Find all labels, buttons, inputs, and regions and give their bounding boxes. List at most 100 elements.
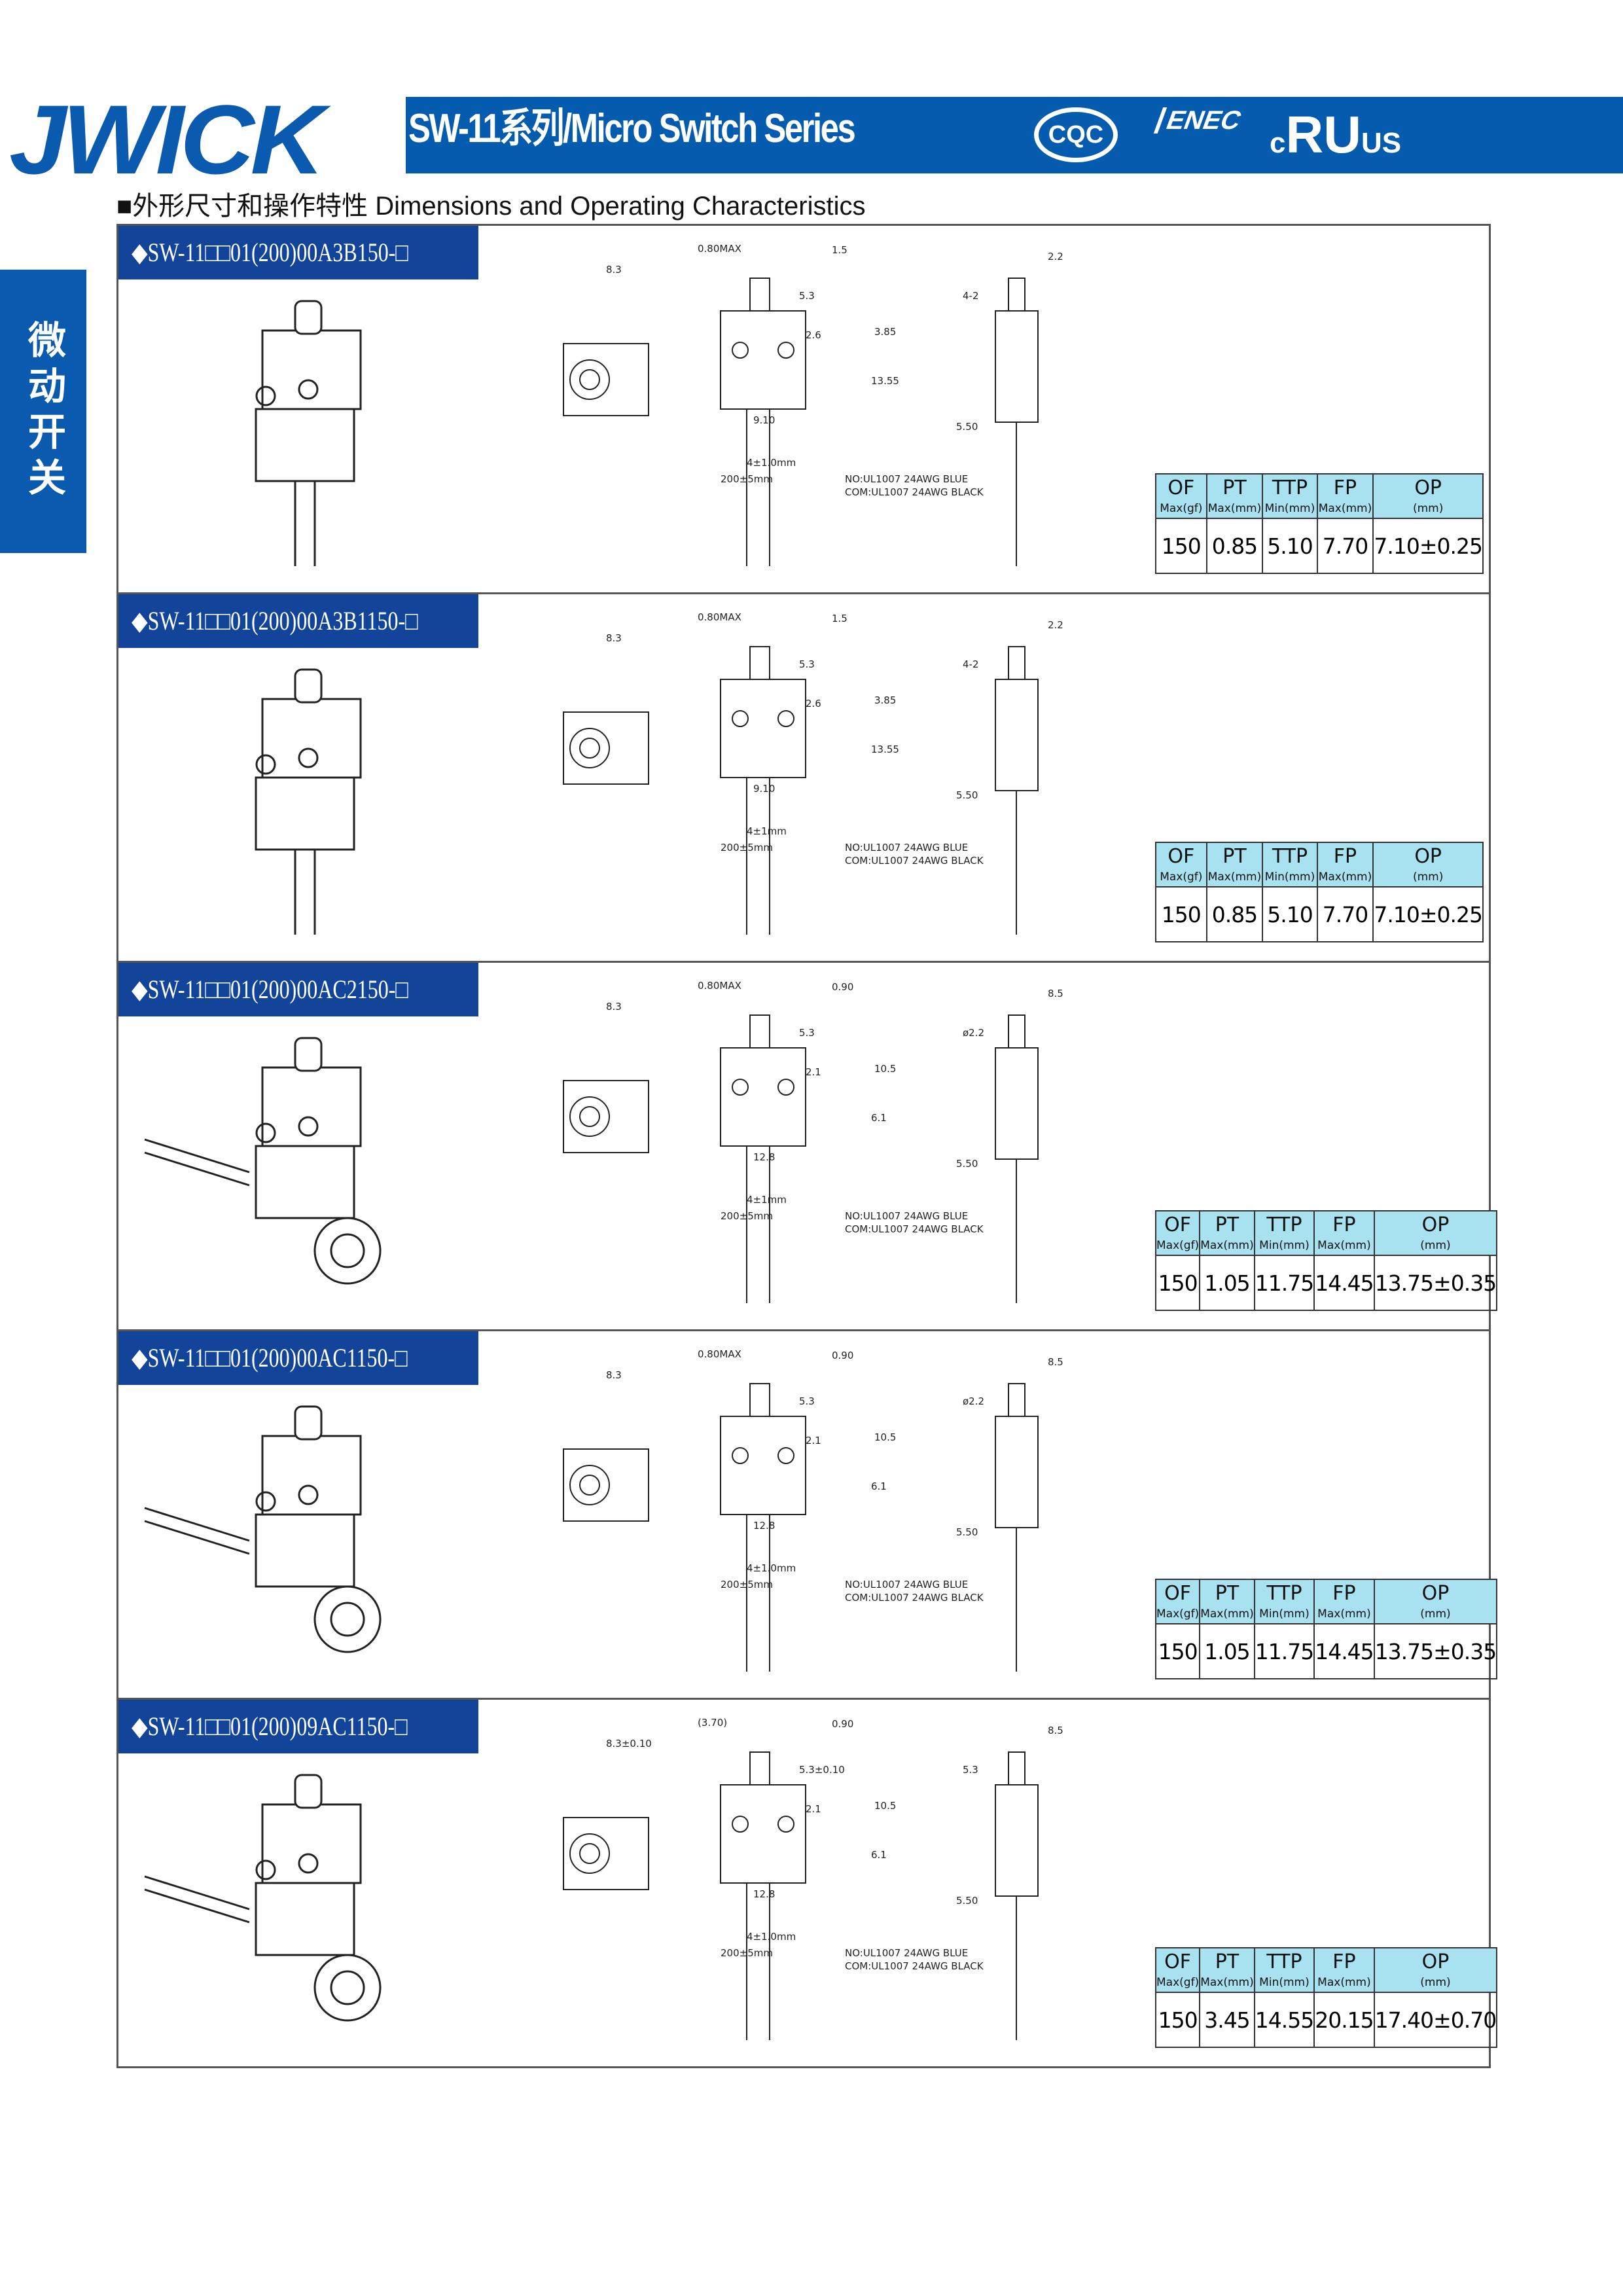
side-view (995, 646, 1039, 935)
dimension-label: 1.5 (832, 613, 847, 624)
dimension-label: COM:UL1007 24AWG BLACK (845, 1960, 984, 1972)
spec-value: 3.45 (1199, 1992, 1255, 2048)
enec-cert-icon: ENEC (1153, 106, 1245, 135)
top-view (563, 711, 649, 785)
dimension-label: 10.5 (874, 1063, 897, 1075)
dimension-label: 8.3 (606, 1369, 622, 1381)
dimension-label: 4±1.0mm (747, 1562, 796, 1574)
spec-header-unit: Max(mm) (1200, 1976, 1254, 1989)
spec-value: 0.85 (1205, 518, 1264, 574)
spec-header-name: TTP (1266, 1582, 1302, 1605)
dimension-label: 5.50 (956, 421, 978, 433)
dimension-label: 13.55 (871, 744, 899, 755)
model-number: ◆SW-11□□01(200)00A3B150-□ (132, 238, 408, 267)
dimension-label: 200±5mm (721, 1947, 773, 1959)
dimension-label: 5.3 (799, 658, 815, 670)
dimension-label: 5.3 (799, 1027, 815, 1039)
spec-header-name: FP (1332, 1582, 1356, 1605)
spec-header-name: OP (1414, 476, 1442, 499)
top-view (563, 1448, 649, 1522)
dimension-label: NO:UL1007 24AWG BLUE (845, 1947, 969, 1959)
model-label: ◆SW-11□□01(200)09AC1150-□ (118, 1700, 478, 1753)
spec-header-unit: Max(gf) (1160, 502, 1203, 515)
spec-value: 150 (1154, 1623, 1201, 1679)
spec-header: OP(mm) (1372, 842, 1484, 888)
dimension-label: 0.90 (832, 1350, 854, 1361)
spec-header-unit: Max(mm) (1207, 870, 1262, 884)
dimension-label: 12.8 (753, 1151, 776, 1163)
dimension-label: 6.1 (871, 1112, 887, 1124)
spec-value: 7.10±0.25 (1372, 886, 1484, 942)
spec-value: 14.45 (1313, 1255, 1375, 1311)
dimension-label: 5.50 (956, 789, 978, 801)
dimension-label: 5.50 (956, 1895, 978, 1907)
spec-value: 150 (1155, 518, 1207, 574)
spec-header-name: TTP (1266, 1950, 1302, 1973)
spec-header-unit: Max(mm) (1317, 1239, 1371, 1252)
side-view (995, 1383, 1039, 1672)
dimension-label: 2.6 (806, 698, 821, 709)
dimension-label: 9.10 (753, 414, 776, 426)
spec-header-name: FP (1333, 845, 1357, 868)
dimension-label: 8.5 (1048, 1356, 1063, 1368)
dimension-label: 200±5mm (721, 473, 773, 485)
dimension-label: 12.8 (753, 1520, 776, 1532)
side-tab: 微动开关 (0, 270, 86, 553)
spec-header-unit: Max(mm) (1200, 1239, 1254, 1252)
spec-value: 7.70 (1316, 518, 1374, 574)
spec-header-name: FP (1332, 1950, 1356, 1973)
spec-value: 7.10±0.25 (1372, 518, 1484, 574)
dimension-label: COM:UL1007 24AWG BLACK (845, 1223, 984, 1235)
spec-header-name: OP (1421, 1582, 1450, 1605)
side-view (995, 1014, 1039, 1303)
spec-header-name: OP (1421, 1950, 1450, 1973)
dimension-label: NO:UL1007 24AWG BLUE (845, 1579, 969, 1590)
front-view (720, 1014, 806, 1303)
spec-header-unit: (mm) (1412, 502, 1444, 515)
dimension-label: COM:UL1007 24AWG BLACK (845, 855, 984, 867)
spec-header-name: PT (1215, 1213, 1240, 1236)
dimension-label: 3.85 (874, 326, 897, 338)
model-number: ◆SW-11□□01(200)00AC2150-□ (132, 975, 408, 1004)
spec-header-unit: (mm) (1420, 1239, 1451, 1252)
spec-header: OP(mm) (1373, 1579, 1498, 1624)
dimension-drawing (255, 646, 1039, 935)
dimension-label: 2.6 (806, 329, 821, 341)
dimension-label: COM:UL1007 24AWG BLACK (845, 486, 984, 498)
dimension-label: 2.2 (1048, 619, 1063, 631)
spec-header-unit: Min(mm) (1259, 1976, 1310, 1989)
dimension-label: 200±5mm (721, 1210, 773, 1222)
dimension-drawing (144, 1014, 1039, 1303)
dimension-label: 200±5mm (721, 842, 773, 853)
product-illustration (255, 300, 362, 566)
spec-value: 0.85 (1205, 886, 1264, 942)
spec-header-unit: Min(mm) (1264, 870, 1315, 884)
front-view (720, 1383, 806, 1672)
dimension-label: 4±1.0mm (747, 457, 796, 469)
dimension-label: 8.3 (606, 632, 622, 644)
dimension-label: 0.80MAX (698, 243, 741, 255)
spec-header-unit: Max(mm) (1207, 502, 1262, 515)
product-illustration (255, 668, 362, 935)
spec-header-unit: Max(gf) (1156, 1239, 1200, 1252)
dimension-label: NO:UL1007 24AWG BLUE (845, 1210, 969, 1222)
product-frame: ◆SW-11□□01(200)00A3B150-□ 8.3 5.3 0.80MAX 1… (116, 224, 1498, 2068)
spec-value: 150 (1154, 1255, 1201, 1311)
front-view (720, 1751, 806, 2040)
dimension-label: 0.90 (832, 981, 854, 993)
series-banner: SW-11系列/Micro Switch Series CQC ENEC cRU… (406, 97, 1623, 173)
ul-us: US (1361, 127, 1402, 159)
spec-header-name: PT (1215, 1582, 1240, 1605)
dimension-label: 2.1 (806, 1435, 821, 1446)
